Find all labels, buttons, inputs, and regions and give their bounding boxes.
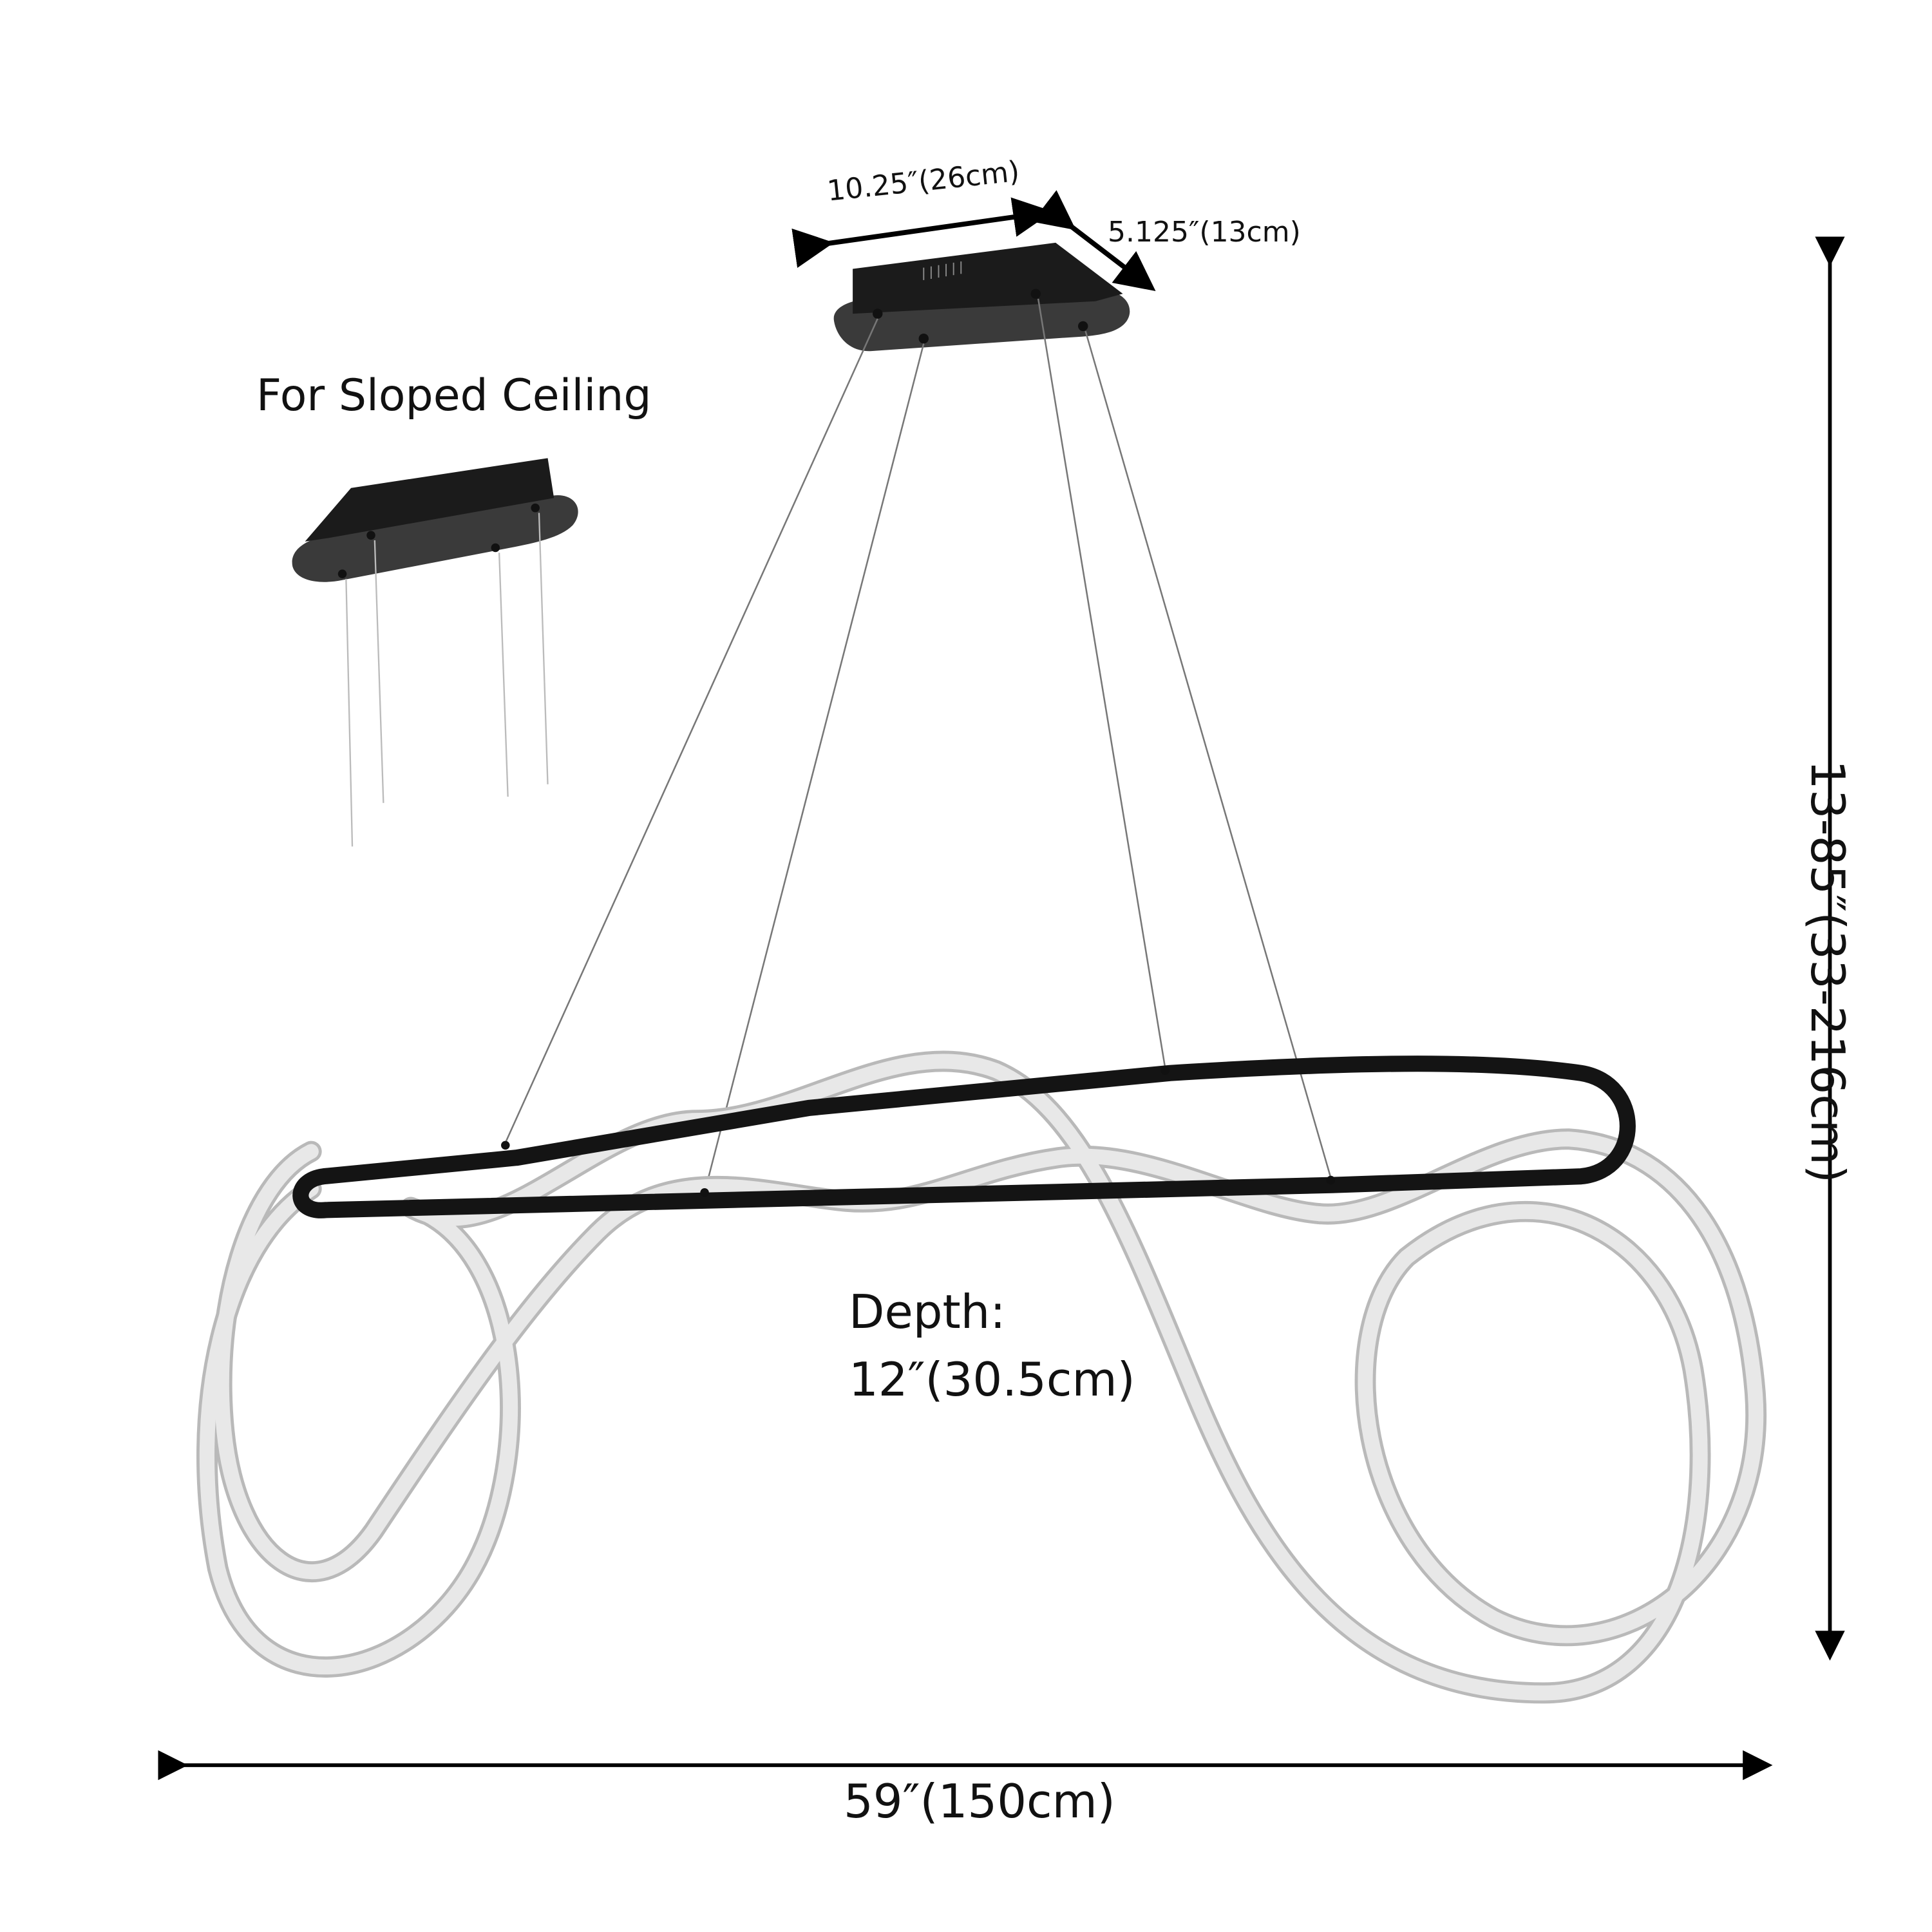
main-canopy [833, 242, 1130, 352]
black-frame [292, 1056, 1636, 1218]
depth-title: Depth: [849, 1285, 1006, 1339]
height-label: 13-85″(33-216cm) [1801, 760, 1855, 1184]
depth-value: 12″(30.5cm) [849, 1352, 1135, 1406]
canopy-width-label: 5.125″(13cm) [1108, 216, 1301, 249]
canopy-length-arrow [791, 197, 1054, 269]
sloped-ceiling-canopy [292, 458, 578, 847]
canopy-width-arrow [1032, 190, 1156, 292]
dimension-arrows [158, 190, 1845, 1781]
led-rope [196, 1050, 1767, 1704]
suspension-cables [504, 298, 1332, 1193]
width-label: 59″(150cm) [844, 1774, 1115, 1828]
sloped-ceiling-label: For Sloped Ceiling [256, 370, 652, 421]
